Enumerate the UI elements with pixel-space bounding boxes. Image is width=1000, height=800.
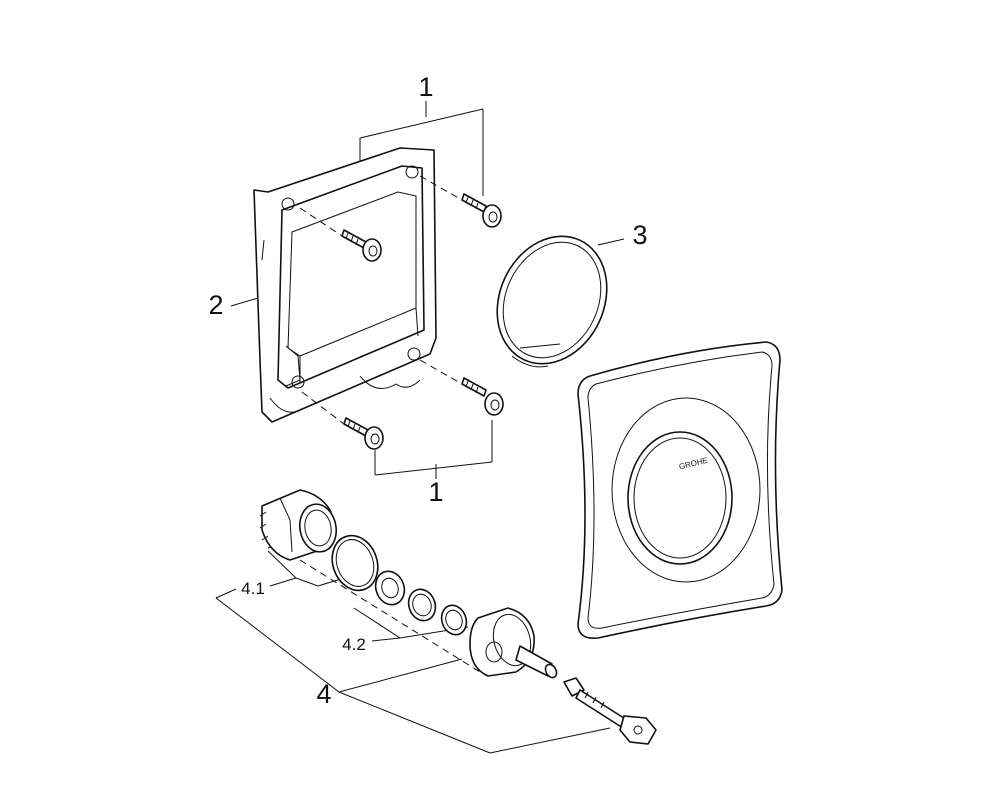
callout-2: 2 bbox=[208, 290, 223, 320]
callout-4-2: 4.2 bbox=[342, 635, 366, 654]
valve-spindle bbox=[563, 677, 657, 745]
callout-3: 3 bbox=[632, 220, 647, 250]
callout-1-top: 1 bbox=[418, 72, 433, 102]
valve-cartridge-housing bbox=[259, 489, 338, 561]
washer-1 bbox=[374, 570, 406, 606]
screw-top-left bbox=[341, 229, 382, 262]
callout-4-1: 4.1 bbox=[241, 579, 265, 598]
screw-top-right bbox=[461, 193, 502, 228]
cover-plate: GROHE bbox=[577, 341, 783, 640]
screw-axes bbox=[267, 175, 481, 673]
washer-3 bbox=[440, 604, 468, 636]
washer-2 bbox=[407, 588, 437, 622]
valve-body bbox=[469, 607, 558, 679]
screw-bottom-left bbox=[343, 417, 384, 450]
mounting-frame bbox=[253, 147, 437, 423]
screw-bottom-right bbox=[461, 377, 504, 416]
sealing-ring bbox=[496, 235, 608, 368]
callout-1-bottom: 1 bbox=[428, 477, 443, 507]
callout-4: 4 bbox=[316, 679, 331, 709]
o-ring-large bbox=[331, 534, 379, 592]
